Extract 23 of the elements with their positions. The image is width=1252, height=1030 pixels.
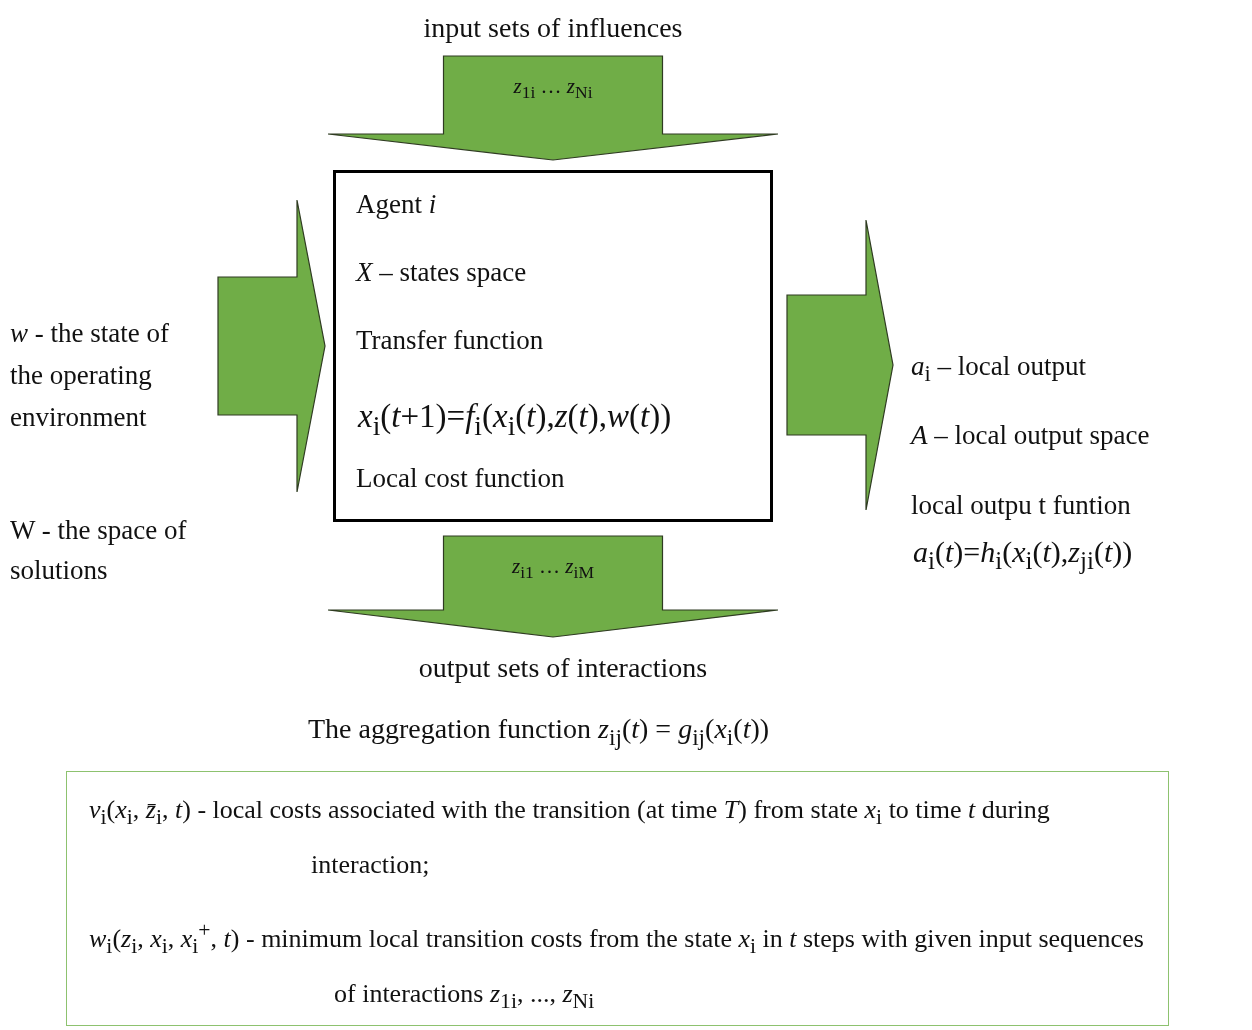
- edge-label: z$_{1i}$ … z$_{Ni}$: [512, 73, 594, 105]
- definition-text: Local cost function: [356, 462, 565, 495]
- block-arrow: [786, 219, 894, 511]
- block-arrow: [327, 535, 779, 638]
- definition-text: a$_{i}$ – local output: [911, 350, 1086, 389]
- definition-text: local outpu t funtion: [911, 489, 1131, 522]
- definition-text: W - the space of solutions: [10, 514, 188, 587]
- formula-caption: The aggregation function z$_{ij}$(t) = g$_{ij}$(x$_{i}$(t)): [308, 712, 770, 752]
- block-arrow: [217, 199, 326, 493]
- formula-text: a$_{i}$(t)=h$_{i}$(x$_{i}$(t),z$_{ji}$(t)): [913, 535, 1133, 576]
- definition-text: A – local output space: [911, 419, 1150, 452]
- block-arrow: [327, 55, 779, 161]
- agent-box: [333, 170, 773, 522]
- caption-text: output sets of interactions: [390, 648, 736, 688]
- caption-text: input sets of influences: [380, 8, 726, 48]
- formula-text: x$_{i}$(t+1)=f$_{i}$(x$_{i}$(t),z(t),w(t)): [358, 399, 672, 443]
- definition-panel: [66, 771, 1169, 1026]
- agent-title: Agent i: [356, 188, 437, 221]
- edge-label: z$_{i1}$ … z$_{iM}$: [511, 553, 595, 585]
- definition-text: Transfer function: [356, 324, 544, 357]
- definition-text: X – states space: [356, 256, 527, 289]
- definition-text: v$_{i}$(x$_{i}$, z̄$_{i}$, t) - local costs associated with the transition (at time T) from state x$_{i}$ to time t during interaction;: [89, 794, 1051, 882]
- definition-text: w - the state of the operating environment: [10, 317, 170, 434]
